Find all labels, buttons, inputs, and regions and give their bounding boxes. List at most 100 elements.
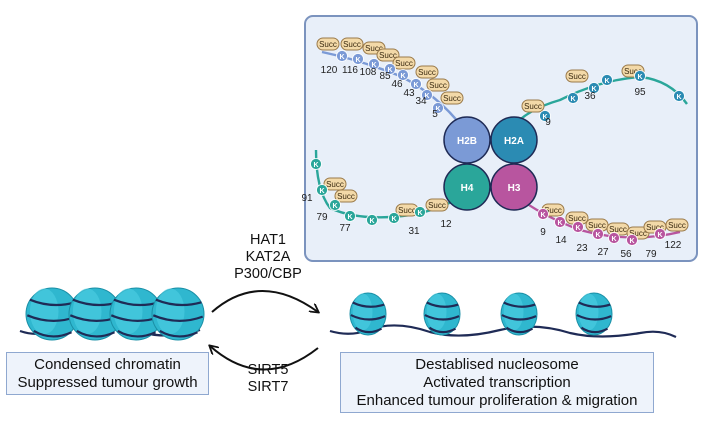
- lysine-h2a-4: [634, 70, 646, 82]
- site-h3-14: 14: [555, 235, 567, 246]
- lysine-label-h4-0: K: [313, 162, 318, 169]
- histone-h4-label: H4: [461, 183, 474, 194]
- histone-h2b: [443, 116, 491, 164]
- site-h2b-120: 120: [321, 65, 338, 76]
- lysine-h3-0: [537, 208, 549, 220]
- lysine-label-h2a-3: K: [604, 78, 609, 85]
- lysine-label-h2a-5: K: [676, 94, 681, 101]
- succ-label-h2b-7: Succ: [443, 94, 461, 103]
- succ-tag-h3-6: [665, 218, 689, 232]
- lysine-label-h2b-0: K: [339, 54, 344, 61]
- succ-tag-h2b-0: [316, 37, 340, 51]
- succ-label-h3-3: Succ: [609, 225, 627, 234]
- succ-label-h2b-5: Succ: [418, 68, 436, 77]
- relaxed-nucleosome-0: [349, 292, 387, 336]
- site-h4-77: 77: [339, 223, 351, 234]
- lysine-h4-3: [344, 210, 356, 222]
- succ-label-h2b-0: Succ: [319, 40, 337, 49]
- succ-label-h2b-4: Succ: [395, 59, 413, 68]
- succ-tag-h2a-1: [565, 69, 589, 83]
- site-h2a-95: 95: [634, 87, 646, 98]
- lysine-label-h3-1: K: [557, 220, 562, 227]
- site-h3-122: 122: [665, 240, 682, 251]
- succ-label-h3-4: Succ: [629, 229, 647, 238]
- lysine-h3-4: [608, 232, 620, 244]
- succ-label-h2b-6: Succ: [429, 81, 447, 90]
- lysine-h2b-3: [384, 63, 396, 75]
- lysine-h4-4: [366, 214, 378, 226]
- lysine-label-h3-6: K: [657, 232, 662, 239]
- succ-label-h4-2: Succ: [398, 206, 416, 215]
- forward-arrow: [211, 290, 318, 312]
- histone-h2a-label: H2A: [504, 136, 524, 147]
- relaxed-nucleosome-2: [500, 292, 538, 336]
- lysine-h3-1: [554, 216, 566, 228]
- succ-label-h3-1: Succ: [568, 214, 586, 223]
- lysine-label-h3-2: K: [575, 225, 580, 232]
- histone-h3-label: H3: [508, 183, 521, 194]
- condensed-outcome-box: Condensed chromatin Suppressed tumour gr…: [6, 352, 209, 395]
- site-h2b-5: 5: [432, 109, 438, 120]
- lysine-h2b-4: [397, 69, 409, 81]
- lysine-label-h3-4: K: [611, 236, 616, 243]
- histone-h2a: [490, 116, 538, 164]
- site-h3-27: 27: [597, 247, 609, 258]
- histone-h3: [490, 163, 538, 211]
- writer-enzymes: HAT1 KAT2A P300/CBP: [218, 232, 318, 283]
- site-h4-31: 31: [408, 226, 420, 237]
- enzyme-p300-cbp: P300/CBP: [234, 266, 302, 282]
- site-h4-79: 79: [316, 212, 328, 223]
- lysine-label-h4-5: K: [391, 216, 396, 223]
- relaxed-nucleosome-1: [423, 292, 461, 336]
- enzyme-kat2a: KAT2A: [245, 249, 291, 265]
- succ-label-h4-1: Succ: [337, 192, 355, 201]
- lysine-h2a-2: [588, 82, 600, 94]
- lysine-h4-0: [310, 158, 322, 170]
- succ-label-h2b-3: Succ: [379, 51, 397, 60]
- outcome-condensed-chromatin: Condensed chromatin: [34, 356, 181, 373]
- lysine-h4-2: [329, 199, 341, 211]
- site-h2b-43: 43: [403, 88, 415, 99]
- lysine-label-h4-2: K: [332, 203, 337, 210]
- lysine-label-h4-6: K: [417, 210, 422, 217]
- condensed-nucleosome-3: [151, 287, 205, 341]
- lysine-h2a-1: [567, 92, 579, 104]
- lysine-label-h2b-7: K: [435, 106, 440, 113]
- succ-label-h2a-0: Succ: [524, 102, 542, 111]
- histone-core: H2B H2A H4 H3: [443, 116, 538, 211]
- succ-tag-h2b-7: [440, 91, 464, 105]
- succ-label-h4-3: Succ: [428, 201, 446, 210]
- outcome-suppressed-growth: Suppressed tumour growth: [17, 374, 198, 391]
- lysine-label-h2b-4: K: [400, 73, 405, 80]
- site-h2b-34: 34: [415, 96, 427, 107]
- lysine-label-h2b-3: K: [387, 67, 392, 74]
- lysine-label-h3-3: K: [595, 232, 600, 239]
- histone-h4: [443, 163, 491, 211]
- lysine-h2a-0: [539, 110, 551, 122]
- condensed-chromatin: [19, 287, 205, 341]
- condensed-nucleosome-1: [68, 287, 122, 341]
- lysine-h2b-6: [421, 89, 433, 101]
- succ-label-h2a-2: Succ: [624, 67, 642, 76]
- succ-tag-h4-1: [334, 189, 358, 203]
- relaxed-nucleosome-3: [575, 292, 613, 336]
- succ-label-h4-0: Succ: [326, 180, 344, 189]
- histone-h2b-label: H2B: [457, 136, 477, 147]
- lysine-label-h2a-4: K: [637, 74, 642, 81]
- lysine-h4-6: [414, 206, 426, 218]
- site-h2a-36: 36: [584, 91, 596, 102]
- reverse-arrow: [210, 346, 319, 371]
- lysine-h2b-7: [432, 102, 444, 114]
- succ-label-h3-6: Succ: [668, 221, 686, 230]
- succ-tag-h2b-5: [415, 65, 439, 79]
- lysine-h2b-2: [368, 58, 380, 70]
- lysine-h2a-5: [673, 90, 685, 102]
- succ-tag-h4-3: [425, 198, 449, 212]
- eraser-enzymes: SIRT5 SIRT7: [218, 362, 318, 396]
- site-h4-12: 12: [440, 219, 452, 230]
- succ-label-h2b-2: Succ: [365, 44, 383, 53]
- lysine-h4-5: [388, 212, 400, 224]
- lysine-label-h3-5: K: [629, 238, 634, 245]
- outcome-activated-transcription: Activated transcription: [423, 374, 571, 391]
